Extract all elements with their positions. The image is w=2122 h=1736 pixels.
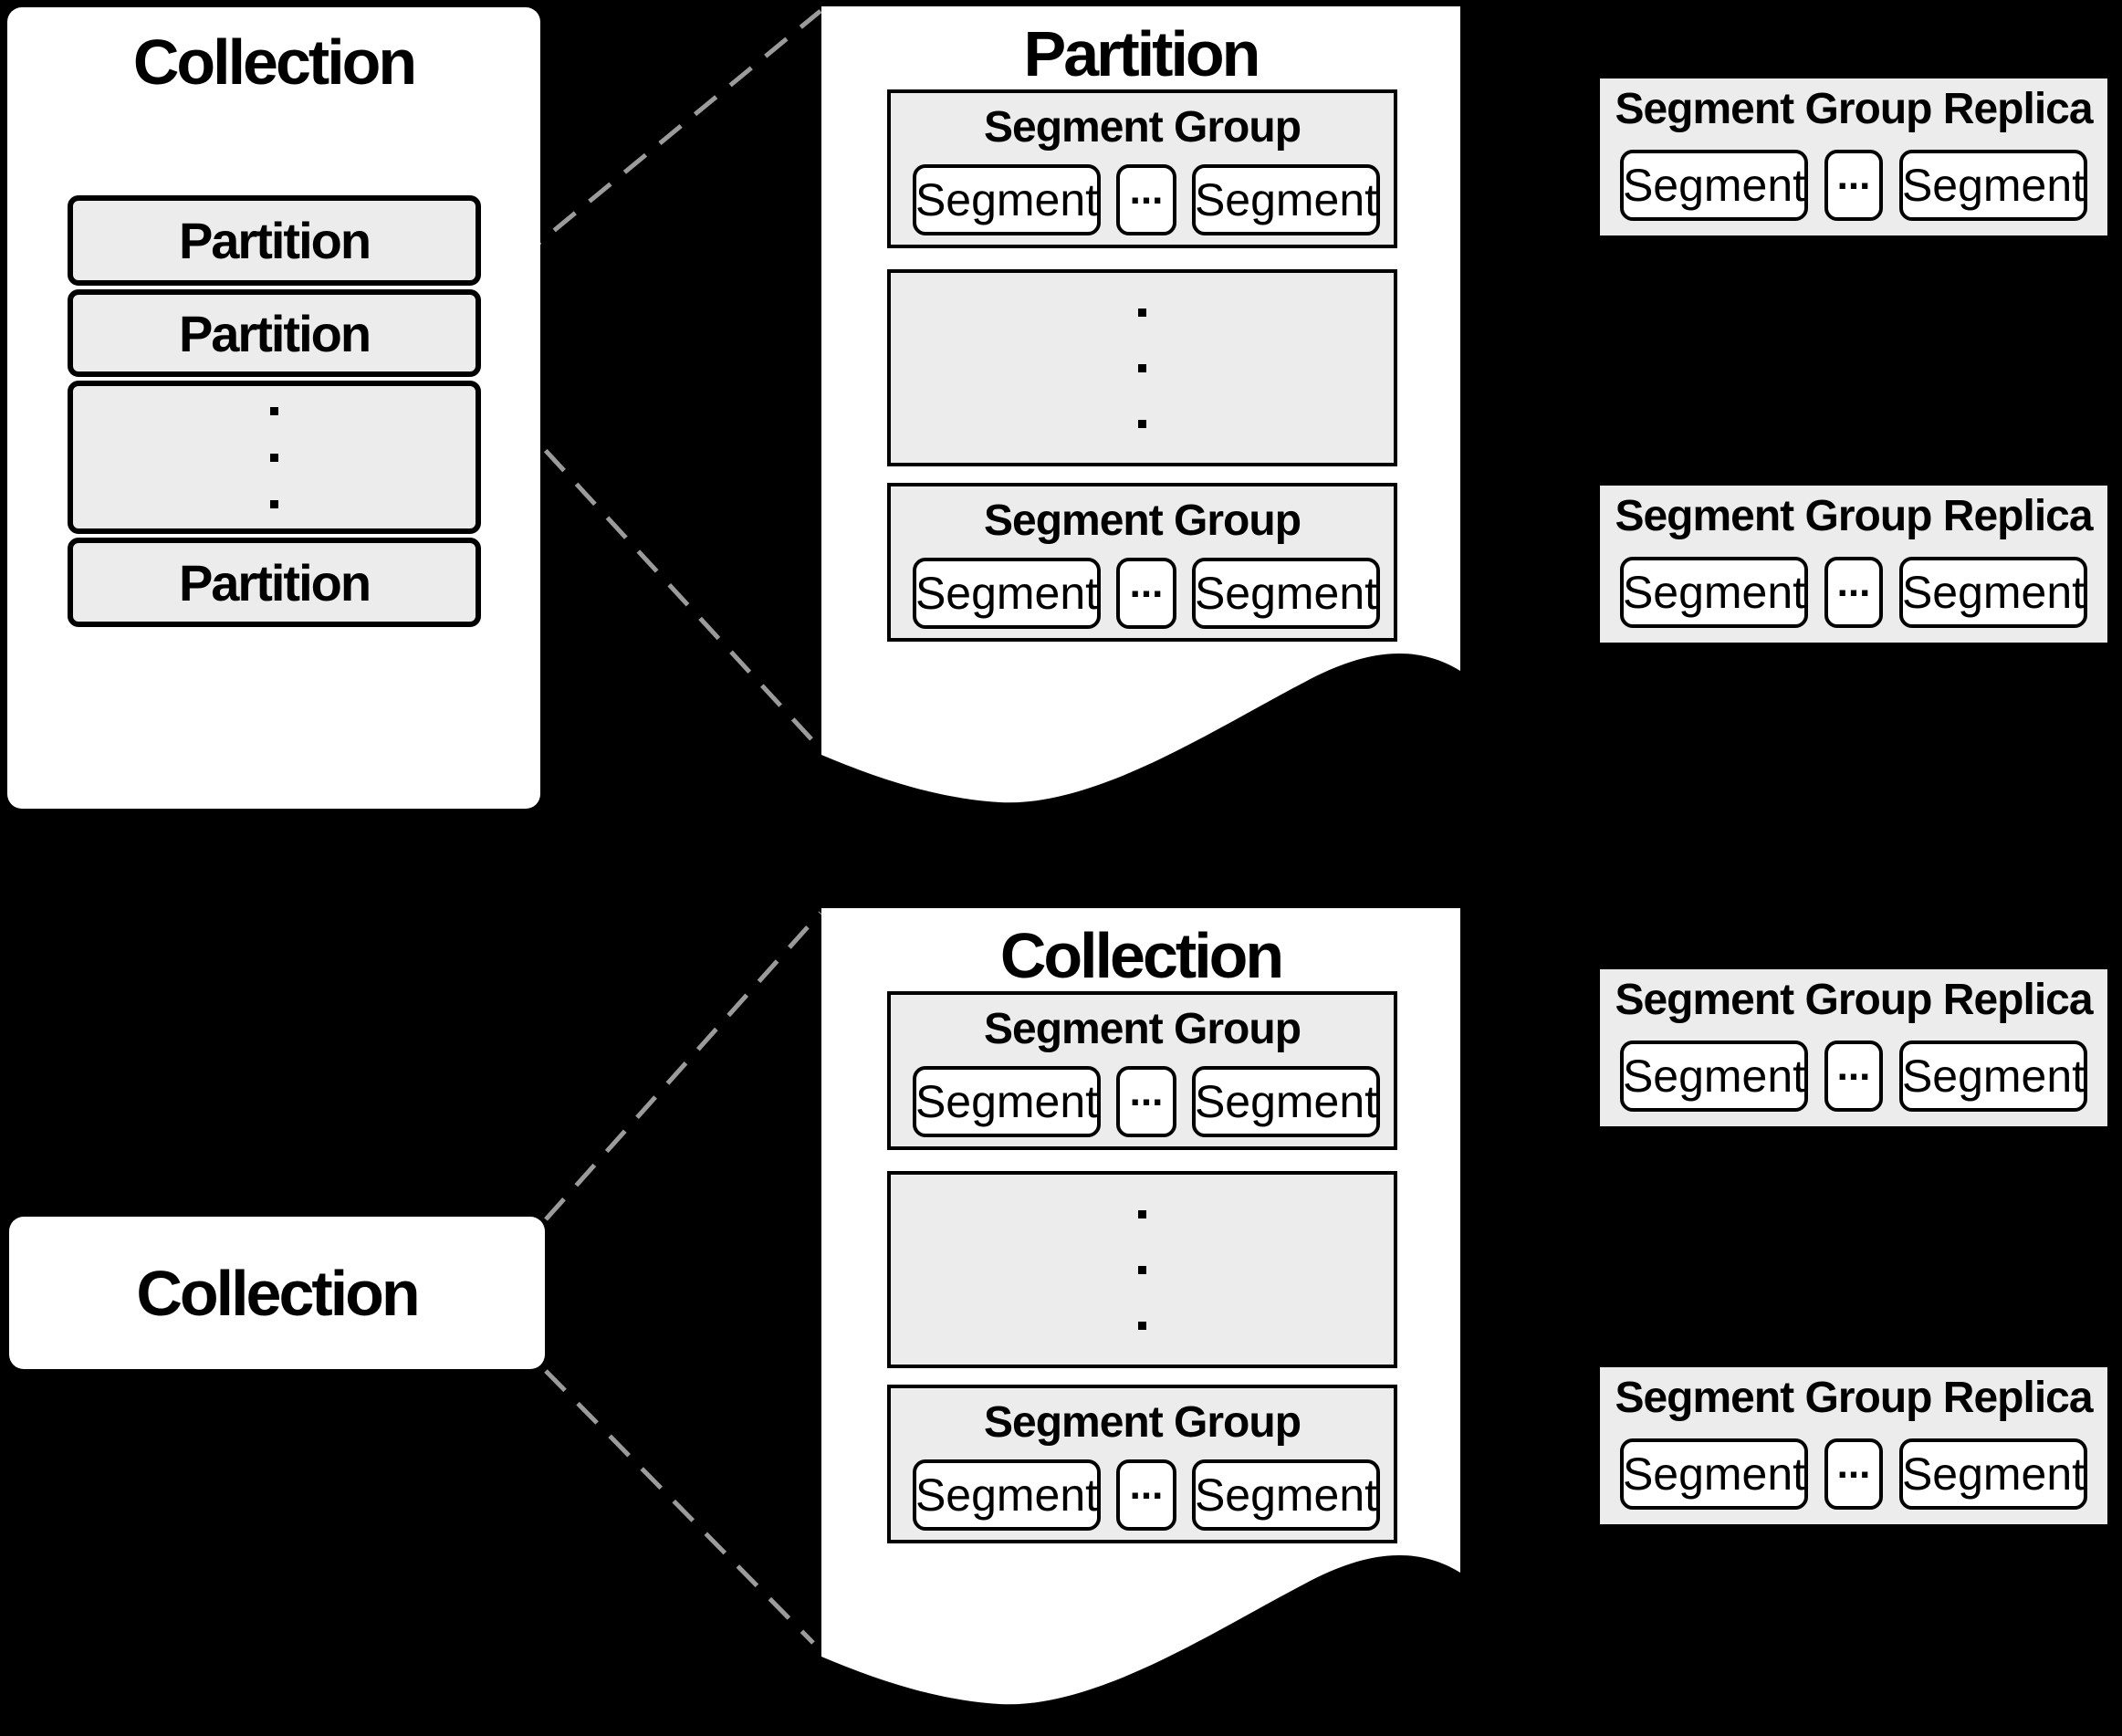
segment-box: Segment: [1192, 1066, 1380, 1137]
segment-box: Segment: [1899, 557, 2087, 628]
segment-box: Segment: [1899, 150, 2087, 221]
connector-collection-top: [544, 911, 822, 1221]
segment-row: Segment ... Segment: [913, 558, 1380, 629]
segment-box: Segment: [913, 1066, 1101, 1137]
ellipsis-box: ...: [1824, 150, 1883, 221]
segment-box: Segment: [1620, 557, 1808, 628]
ellipsis-dot: [270, 453, 278, 462]
segment-group-title: Segment Group: [983, 1398, 1301, 1447]
ellipsis-box: ...: [1824, 557, 1883, 628]
segment-row: Segment ... Segment: [913, 164, 1380, 235]
partition-item: Partition: [68, 289, 481, 377]
segment-group: Segment Group Segment ... Segment: [887, 991, 1397, 1150]
ellipsis-box: ...: [1824, 1041, 1883, 1112]
vertical-ellipsis: [68, 381, 481, 534]
ellipsis-dot: [1138, 1209, 1146, 1218]
segment-group: Segment Group Segment ... Segment: [887, 1385, 1397, 1543]
segment-box: Segment: [913, 164, 1101, 235]
segment-box: Segment: [913, 1459, 1101, 1531]
segment-box: Segment: [913, 558, 1101, 629]
ellipsis-box: ...: [1116, 164, 1176, 235]
vertical-ellipsis: [887, 269, 1397, 466]
ellipsis-dot: [1138, 1265, 1146, 1274]
partition-document-title: Partition: [1023, 18, 1261, 89]
ellipsis-dot: [1138, 308, 1146, 317]
connector-collection-bottom: [544, 1369, 815, 1645]
segment-group-title: Segment Group: [983, 103, 1301, 152]
collection-container: Collection Partition Partition Partition: [7, 7, 540, 809]
segment-group: Segment Group Segment ... Segment: [887, 483, 1397, 642]
segment-box: Segment: [1192, 1459, 1380, 1531]
collection-label: Collection: [9, 1217, 545, 1369]
segment-group-title: Segment Group: [983, 1005, 1301, 1053]
collection-container-title: Collection: [132, 26, 417, 98]
segment-row: Segment ... Segment: [1620, 557, 2088, 628]
segment-group-replica: Segment Group Replica Segment ... Segmen…: [1600, 1367, 2107, 1524]
replica-title: Segment Group Replica: [1615, 85, 2093, 133]
segment-row: Segment ... Segment: [1620, 150, 2088, 221]
collection-document-title: Collection: [999, 920, 1284, 991]
segment-row: Segment ... Segment: [913, 1459, 1380, 1531]
segment-row: Segment ... Segment: [1620, 1438, 2088, 1510]
segment-box: Segment: [1192, 558, 1380, 629]
ellipsis-dot: [1138, 363, 1146, 372]
segment-box: Segment: [1899, 1438, 2087, 1510]
vertical-ellipsis: [887, 1171, 1397, 1368]
ellipsis-dot: [1138, 1321, 1146, 1330]
segment-group-replica: Segment Group Replica Segment ... Segmen…: [1600, 486, 2107, 643]
ellipsis-dot: [270, 406, 278, 415]
replica-title: Segment Group Replica: [1615, 1374, 2093, 1422]
ellipsis-box: ...: [1824, 1438, 1883, 1510]
segment-box: Segment: [1620, 1438, 1808, 1510]
segment-box: Segment: [1192, 164, 1380, 235]
ellipsis-box: ...: [1116, 1459, 1176, 1531]
segment-box: Segment: [1899, 1041, 2087, 1112]
segment-box: Segment: [1620, 150, 1808, 221]
ellipsis-dot: [270, 499, 278, 508]
segment-row: Segment ... Segment: [913, 1066, 1380, 1137]
segment-group-title: Segment Group: [983, 497, 1301, 545]
segment-group-replica: Segment Group Replica Segment ... Segmen…: [1600, 969, 2107, 1126]
segment-row: Segment ... Segment: [1620, 1041, 2088, 1112]
ellipsis-dot: [1138, 419, 1146, 428]
partition-item: Partition: [68, 195, 481, 286]
ellipsis-box: ...: [1116, 1066, 1176, 1137]
segment-group: Segment Group Segment ... Segment: [887, 89, 1397, 248]
replica-title: Segment Group Replica: [1615, 976, 2093, 1024]
replica-title: Segment Group Replica: [1615, 492, 2093, 540]
partition-item: Partition: [68, 538, 481, 627]
collection-document: Collection Segment Group Segment ... Seg…: [821, 908, 1460, 1716]
ellipsis-box: ...: [1116, 558, 1176, 629]
segment-box: Segment: [1620, 1041, 1808, 1112]
segment-group-replica: Segment Group Replica Segment ... Segmen…: [1600, 78, 2107, 235]
partition-document: Partition Segment Group Segment ... Segm…: [821, 6, 1460, 814]
